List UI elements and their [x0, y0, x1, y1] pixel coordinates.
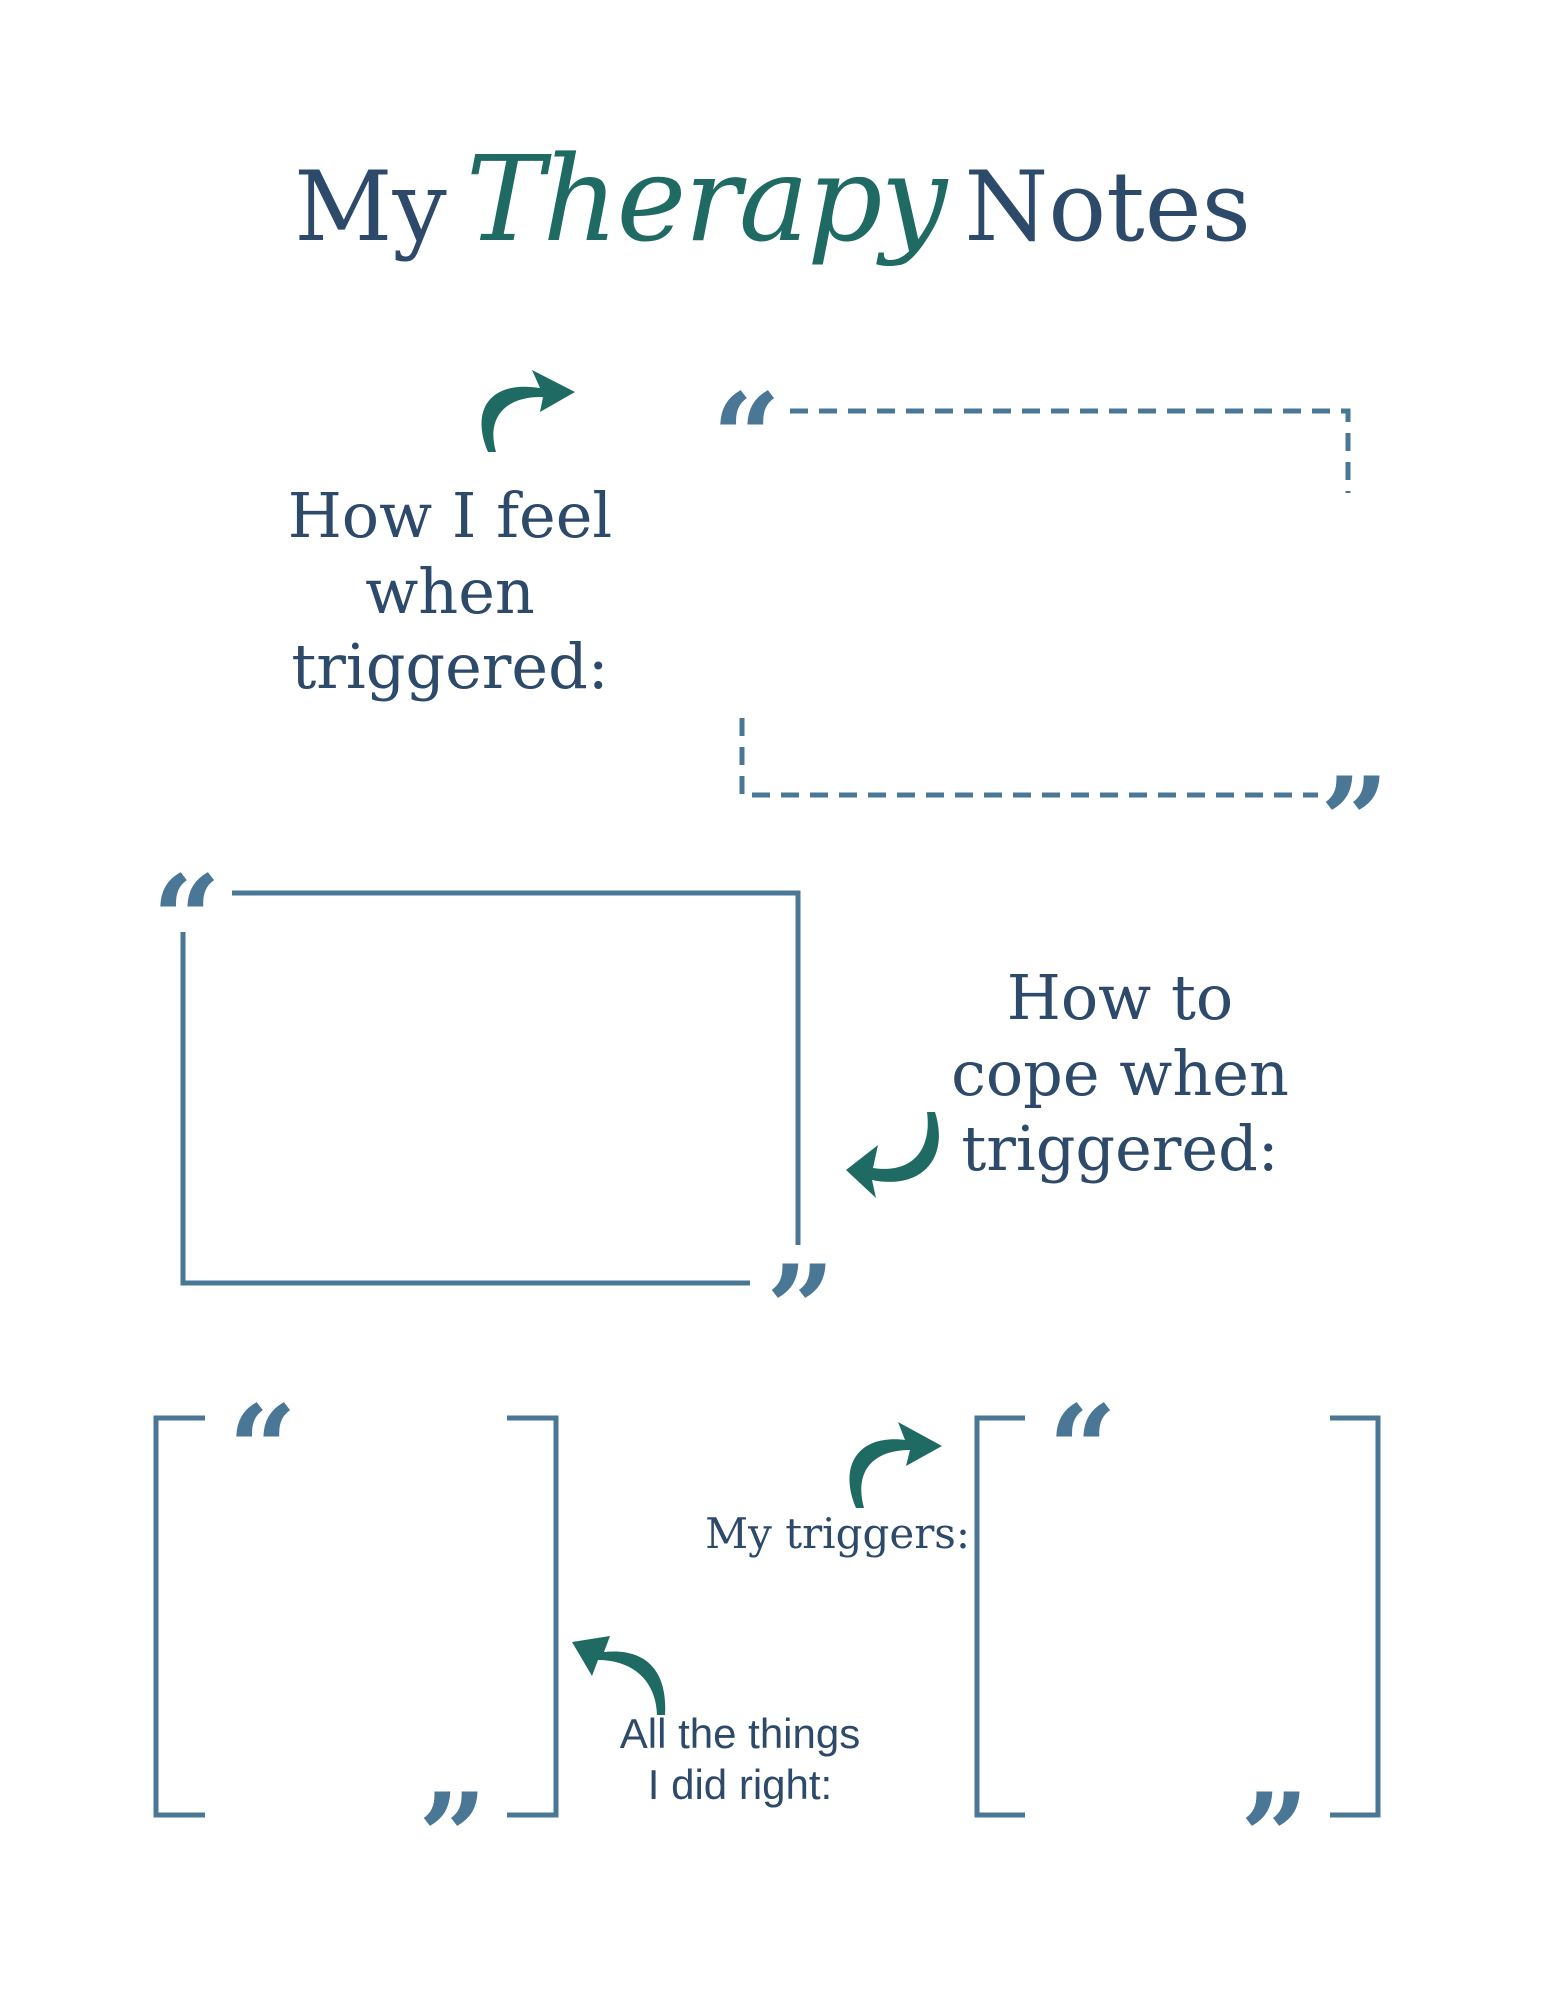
triggers-answer-frame[interactable]	[974, 1415, 1381, 1818]
right-things-close-quote: ”	[418, 1767, 488, 1908]
page-title: My Therapy Notes	[0, 130, 1545, 268]
title-word-notes: Notes	[964, 151, 1251, 263]
feel-label-line3: triggered:	[291, 630, 609, 704]
cope-close-quote: ”	[766, 1239, 836, 1380]
right-label-line2: I did right:	[647, 1761, 833, 1809]
cope-open-quote: “	[152, 849, 222, 990]
right-things-answer-frame[interactable]	[153, 1415, 559, 1818]
right-label-line1: All the things	[619, 1710, 861, 1757]
title-word-therapy: Therapy	[465, 130, 947, 268]
arrow-right-things-icon	[572, 1636, 666, 1715]
triggers-close-quote: ”	[1240, 1767, 1310, 1908]
right-things-open-quote: “	[228, 1379, 298, 1520]
feel-answer-frame[interactable]	[739, 408, 1351, 798]
arrow-cope-icon	[846, 1112, 939, 1198]
cope-label-line3: triggered:	[961, 1112, 1279, 1186]
triggers-open-quote: “	[1048, 1379, 1118, 1520]
feel-label-line1: How I feel	[287, 479, 613, 552]
cope-section-label: How to cope when triggered:	[940, 960, 1300, 1187]
feel-section-label: How I feel when triggered:	[285, 478, 615, 705]
cope-answer-frame[interactable]	[180, 890, 801, 1286]
arrow-triggers-icon	[849, 1422, 942, 1508]
cope-label-line2: cope when	[951, 1036, 1289, 1110]
arrow-feel-icon	[481, 370, 575, 452]
title-word-my: My	[294, 151, 447, 263]
feel-close-quote: ”	[1320, 751, 1390, 892]
cope-label-line1: How to	[1006, 961, 1234, 1034]
triggers-section-label: My triggers:	[705, 1509, 970, 1558]
right-things-section-label: All the things I did right:	[570, 1708, 910, 1810]
feel-open-quote: “	[712, 367, 782, 508]
feel-label-line2: when	[365, 554, 535, 628]
